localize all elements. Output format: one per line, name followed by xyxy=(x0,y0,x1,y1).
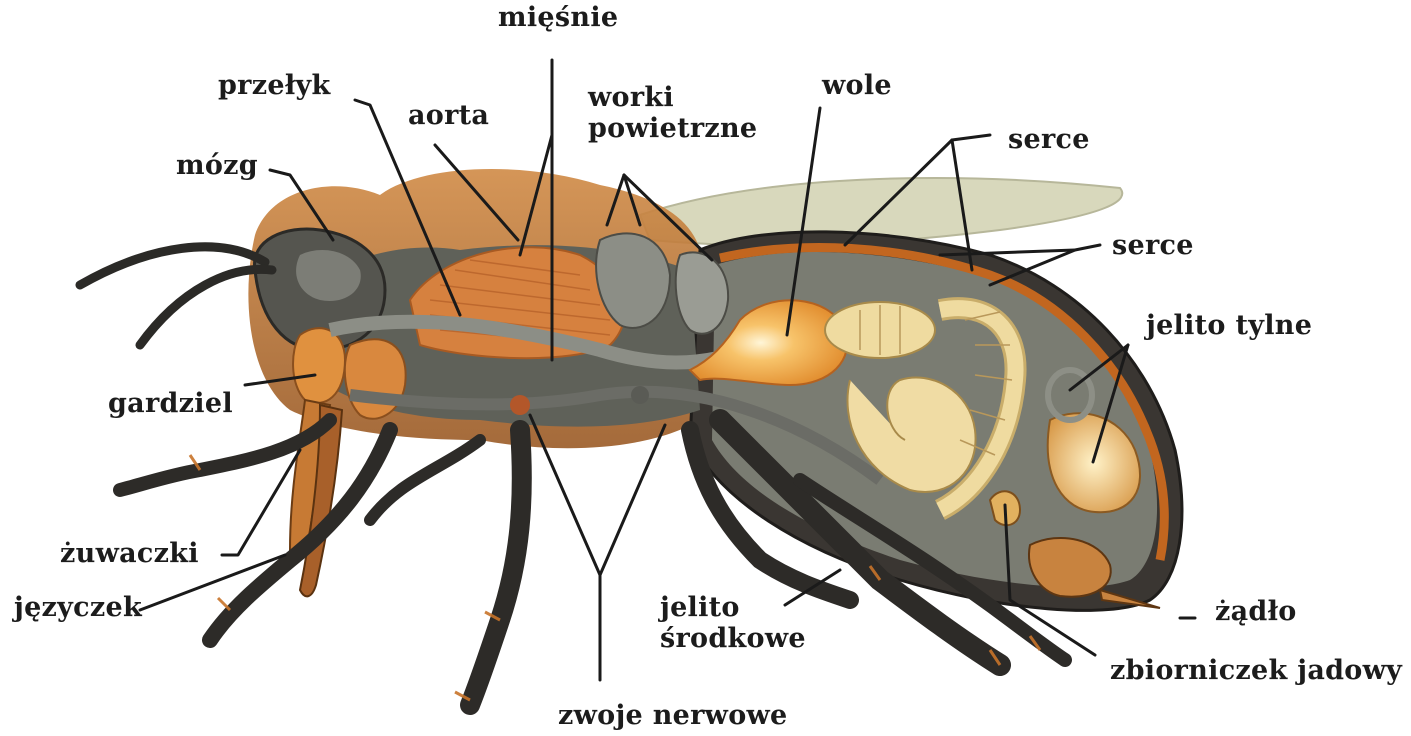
label-serce-2: serce xyxy=(1112,230,1194,261)
label-zbiorniczek-jadowy: zbiorniczek jadowy xyxy=(1110,655,1402,686)
label-miesnie: mięśnie xyxy=(498,2,618,33)
label-worki-line1: worki xyxy=(588,82,757,113)
label-jezyczek: języczek xyxy=(14,592,142,623)
label-jelito-srodkowe-line2: środkowe xyxy=(660,623,806,654)
mandible-2 xyxy=(345,339,406,418)
antenna-1 xyxy=(80,247,265,285)
label-zadlo: żądło xyxy=(1215,596,1297,627)
label-jelito-srodkowe-line1: jelito xyxy=(660,592,806,623)
label-mozg: mózg xyxy=(176,150,258,181)
label-aorta: aorta xyxy=(408,100,489,131)
label-worki-powietrzne: worki powietrzne xyxy=(588,82,757,144)
label-jelito-srodkowe: jelito środkowe xyxy=(660,592,806,654)
label-zuwaczki: żuwaczki xyxy=(60,538,199,569)
leader-zwoje-2 xyxy=(600,425,665,575)
label-jelito-tylne: jelito tylne xyxy=(1146,310,1312,341)
label-wole: wole xyxy=(822,70,892,101)
pharynx xyxy=(293,328,345,403)
ganglion-2 xyxy=(631,386,649,404)
label-gardziel: gardziel xyxy=(108,388,233,419)
label-serce-1: serce xyxy=(1008,124,1090,155)
leader-zwoje-1 xyxy=(530,415,600,680)
label-przelyk: przełyk xyxy=(218,70,331,101)
label-worki-line2: powietrzne xyxy=(588,113,757,144)
label-zwoje-nerwowe: zwoje nerwowe xyxy=(558,700,788,731)
ganglion-1 xyxy=(510,395,530,415)
